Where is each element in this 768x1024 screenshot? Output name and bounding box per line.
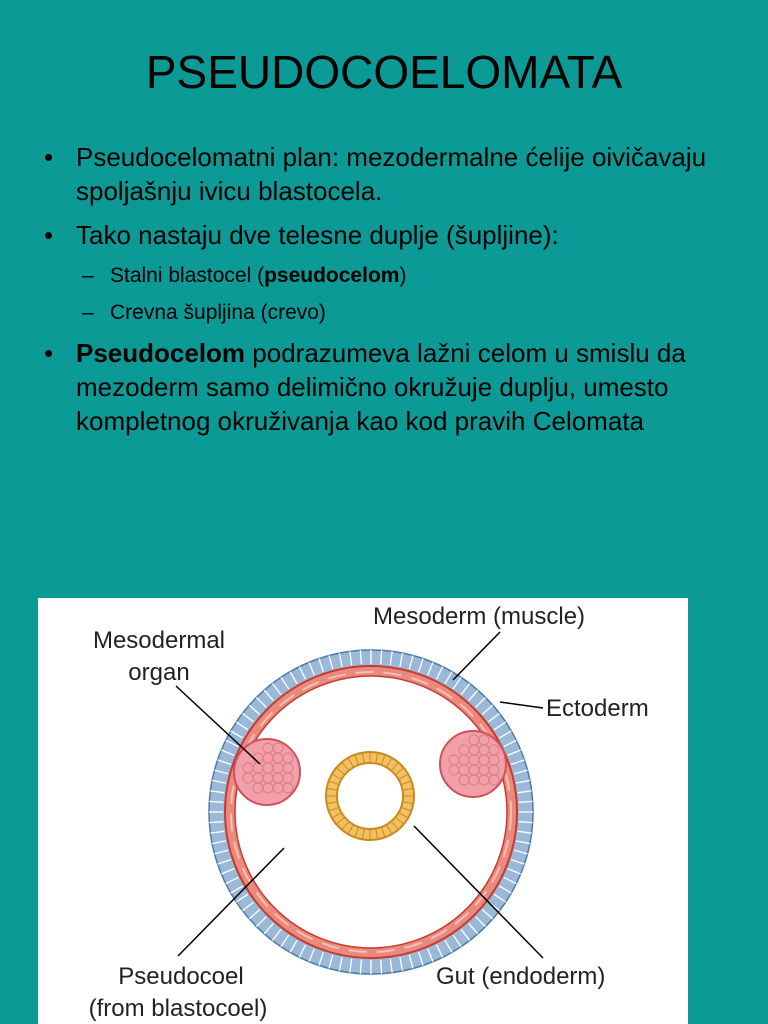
bullet-list: • Pseudocelomatni plan: mezodermalne ćel… — [44, 140, 734, 448]
leader-mesoderm — [453, 632, 500, 680]
pseudocoelomate-diagram: Mesoderm (muscle) Mesodermal organ Ectod… — [38, 598, 688, 1024]
sub-bullet-marker: – — [82, 262, 94, 290]
bullet-text-bold: Pseudocelom — [76, 338, 245, 368]
bullet-text: Pseudocelomatni plan: mezodermalne ćelij… — [76, 142, 706, 206]
label-pseudocoel-2: (from blastocoel) — [89, 995, 268, 1022]
sub-bullet-item: – Stalni blastocel (pseudocelom) — [44, 262, 734, 290]
ectoderm-cell-wall — [360, 960, 361, 974]
bullet-item: • Pseudocelomatni plan: mezodermalne ćel… — [44, 140, 734, 208]
ectoderm-cell-wall — [209, 822, 223, 823]
bullet-item: • Tako nastaju dve telesne duplje (šuplj… — [44, 218, 734, 252]
ectoderm-cell-wall — [519, 822, 533, 823]
label-gut: Gut (endoderm) — [436, 963, 605, 990]
bullet-marker: • — [44, 140, 53, 174]
sub-bullet-text-post: ) — [399, 264, 406, 287]
ectoderm-cell-wall — [519, 801, 533, 802]
gut-lumen — [337, 763, 403, 829]
label-pseudocoel: Pseudocoel — [118, 963, 243, 990]
label-mesodermal-organ-2: organ — [128, 659, 189, 686]
sub-bullet-text: Crevna šupljina (crevo) — [110, 301, 326, 324]
sub-bullet-marker: – — [82, 299, 94, 327]
sub-bullet-text-pre: Stalni blastocel ( — [110, 264, 264, 287]
bullet-text: Tako nastaju dve telesne duplje (šupljin… — [76, 220, 559, 250]
ectoderm-cell-wall — [209, 801, 223, 802]
ectoderm-cell-wall — [360, 650, 361, 664]
label-mesodermal-organ: Mesodermal — [93, 627, 225, 654]
label-mesoderm-muscle: Mesoderm (muscle) — [373, 603, 585, 630]
sub-bullet-text-bold: pseudocelom — [264, 264, 399, 287]
bullet-marker: • — [44, 336, 53, 370]
bullet-marker: • — [44, 218, 53, 252]
sub-bullet-item: – Crevna šupljina (crevo) — [44, 299, 734, 327]
ectoderm-cell-wall — [381, 650, 382, 664]
label-ectoderm: Ectoderm — [546, 695, 649, 722]
ectoderm-cell-wall — [381, 960, 382, 974]
mesodermal-organ-right — [440, 731, 506, 797]
slide-title: PSEUDOCOELOMATA — [0, 44, 768, 100]
bullet-item: • Pseudocelom podrazumeva lažni celom u … — [44, 336, 734, 438]
diagram-svg: Mesoderm (muscle) Mesodermal organ Ectod… — [38, 598, 688, 1024]
leader-ectoderm — [500, 702, 543, 708]
